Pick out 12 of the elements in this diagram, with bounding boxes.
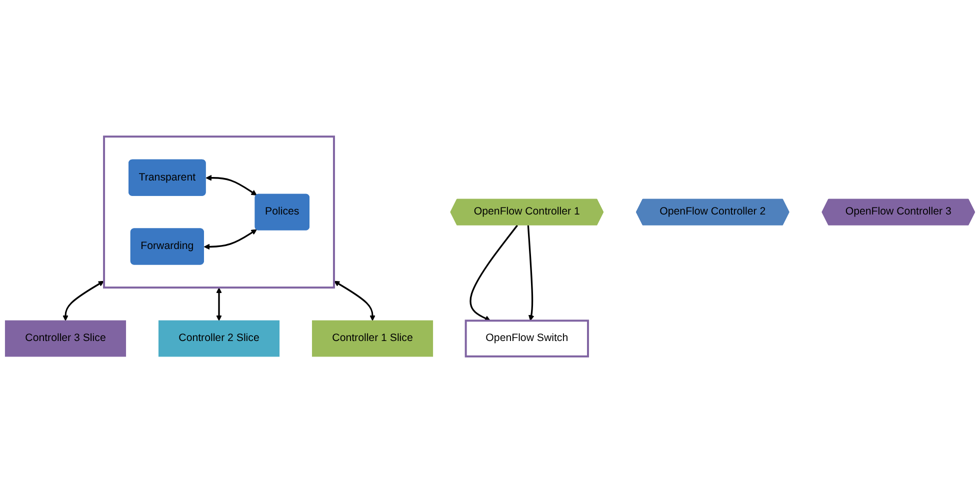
arrow [470,224,518,321]
arrow [527,225,534,321]
node-box: Controller 1 Slice [312,320,434,357]
arrow [204,229,257,250]
node-box: Controller 3 Slice [4,320,126,357]
arrow [62,280,104,321]
arrow [206,174,257,196]
node-box: OpenFlow Switch [464,320,589,358]
cluster [103,136,335,289]
arrow [334,280,376,321]
arrow [216,288,222,321]
node-box: Controller 2 Slice [158,320,280,357]
